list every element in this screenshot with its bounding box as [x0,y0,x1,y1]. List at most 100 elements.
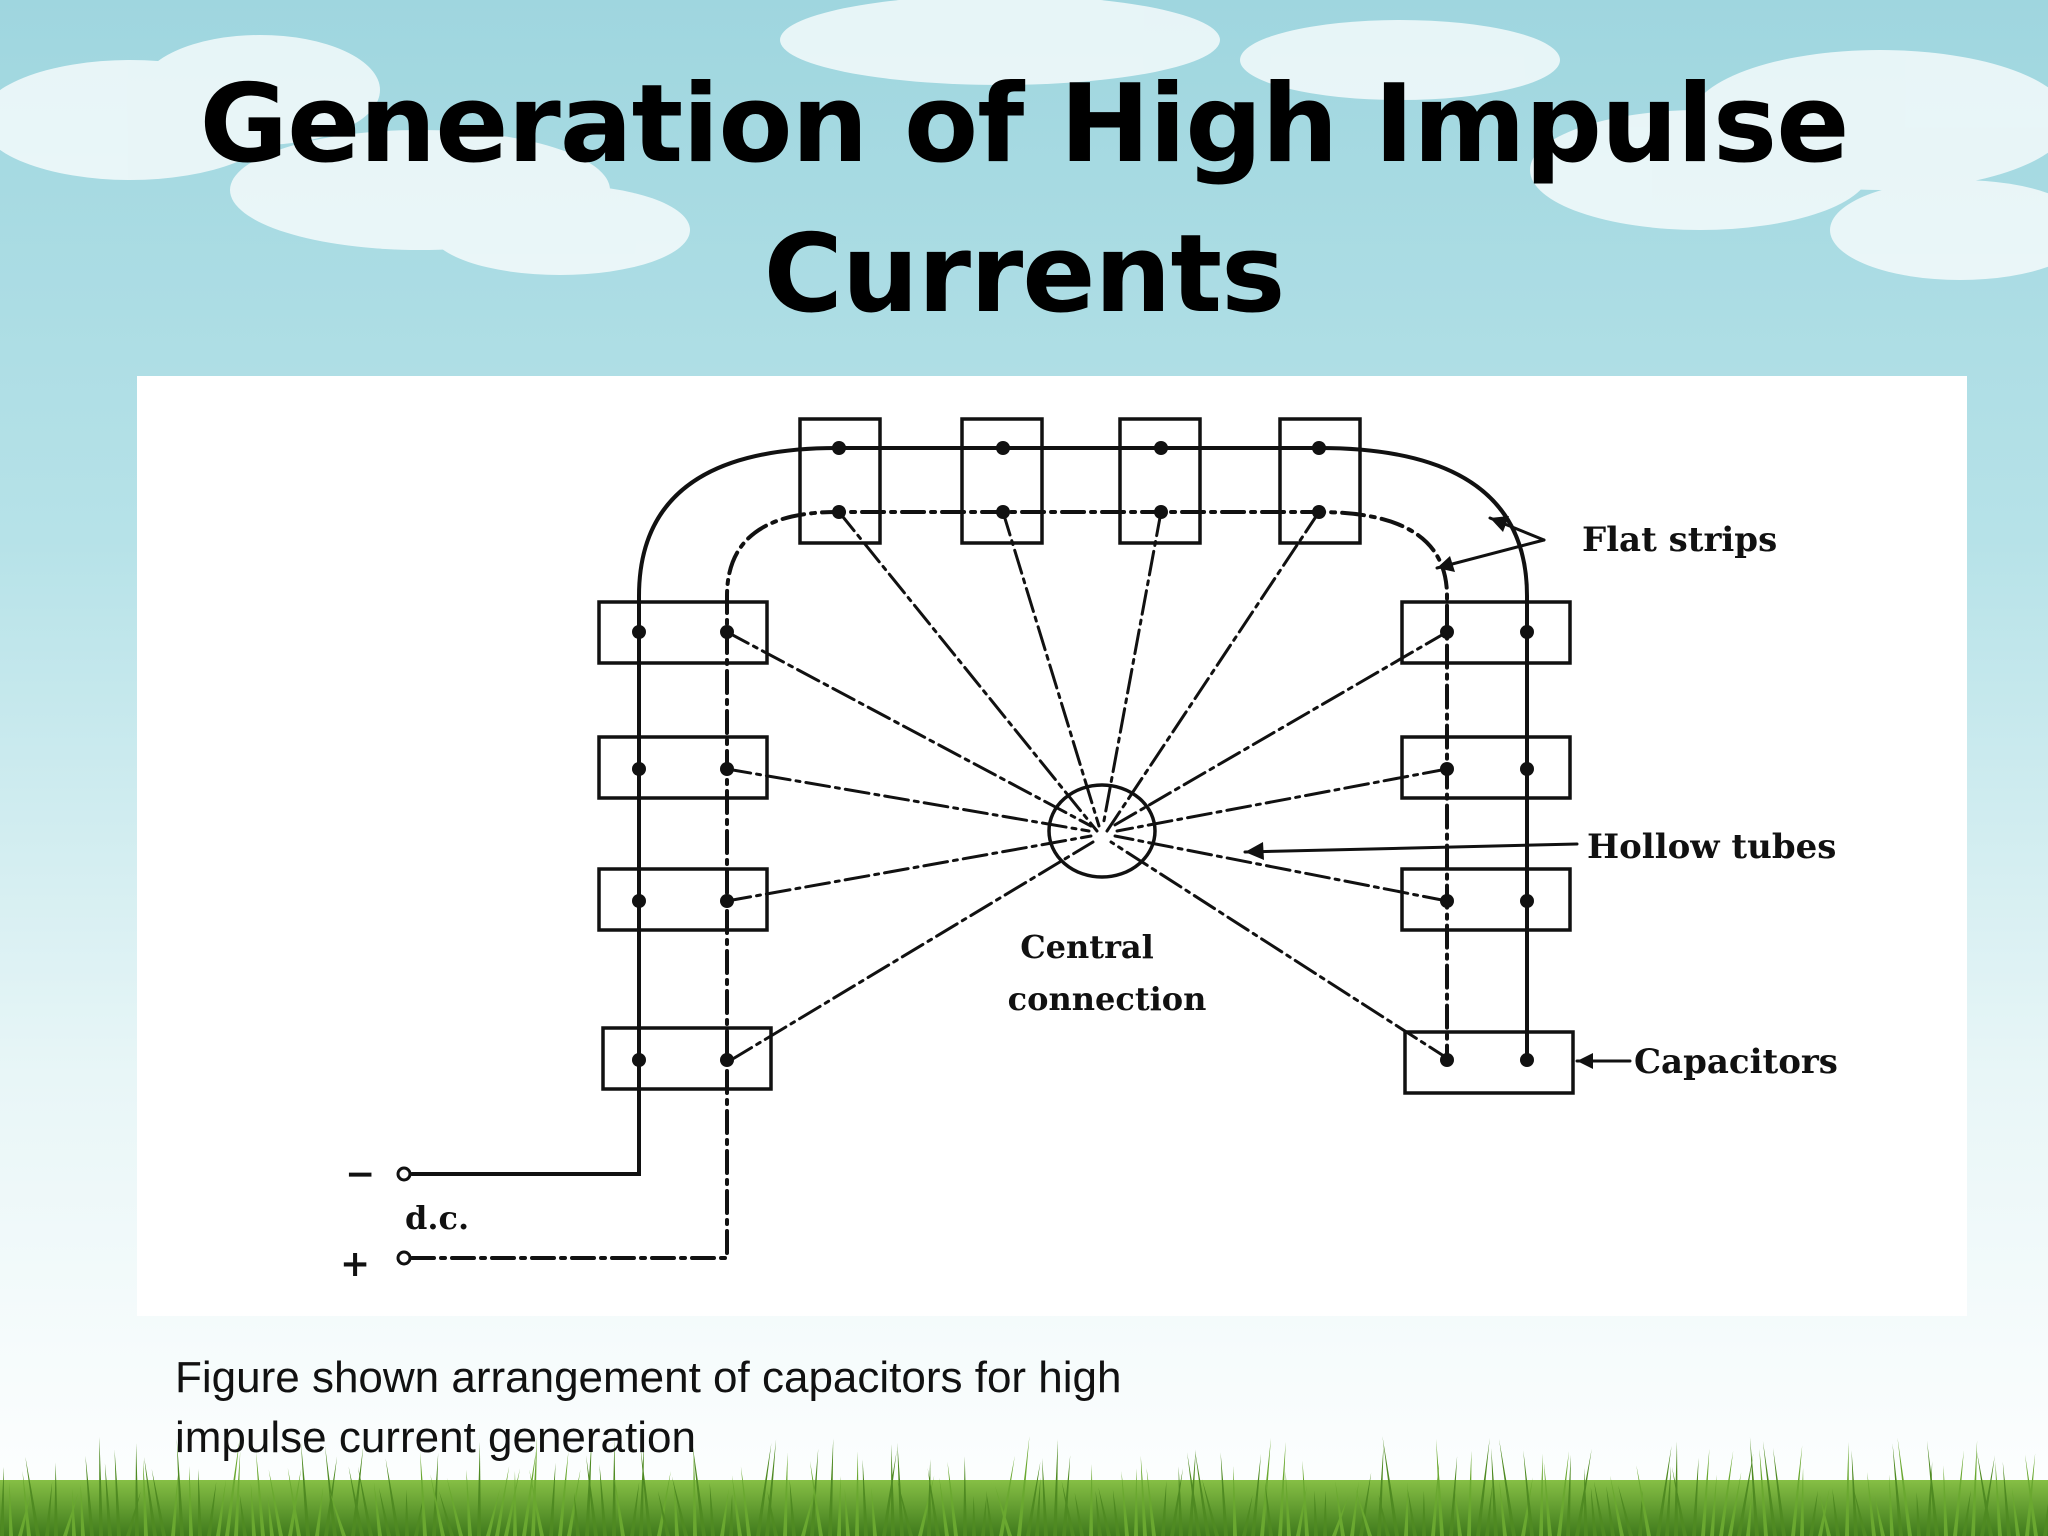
capacitor-right-4 [1403,1030,1575,1095]
grass-blade [189,1466,193,1536]
figure-caption: Figure shown arrangement of capacitors f… [175,1348,1475,1468]
grass-blade [351,1446,364,1536]
grass-blade [891,1444,895,1536]
grass-blade [385,1458,400,1536]
grass-blade [720,1488,729,1536]
grass-blade [1832,1488,1840,1536]
grass-blade [999,1455,1015,1536]
grass-blade [1146,1468,1156,1536]
grass-blade [1062,1455,1071,1536]
grass-blade [2011,1487,2020,1536]
grass-blade [1671,1467,1687,1536]
grass-blade [1188,1449,1196,1536]
grass-blade [549,1462,556,1536]
grass-blade [1701,1448,1710,1536]
grass-blade [1710,1474,1717,1536]
grass-blade [1296,1485,1307,1536]
grass-blade [114,1449,121,1536]
grass-blade [862,1459,868,1536]
capacitor-right-2 [1400,735,1572,800]
capacitor-left-2 [597,735,769,800]
label-flat-strips: Flat strips [1582,520,1777,560]
caption-line-1: Figure shown arrangement of capacitors f… [175,1353,1122,1402]
grass-blade [1773,1448,1786,1536]
grass-blade [348,1466,364,1536]
grass-blade [1636,1465,1651,1536]
grass-blade [1140,1455,1147,1536]
label-dc: d.c. [405,1199,469,1237]
grass-blade [1820,1495,1831,1536]
grass-blade [373,1482,382,1536]
grass-blade [1759,1448,1768,1536]
grass-blade [104,1463,112,1536]
grass-blade [1074,1492,1084,1536]
grass-blade [268,1469,283,1536]
grass-blade [1035,1477,1041,1536]
grass-blade [1476,1437,1490,1536]
grass-blade [986,1490,994,1536]
grass-blade [329,1491,346,1536]
grass-blade [135,1442,139,1536]
grass-blade [693,1451,697,1536]
slide-title: Generation of High Impulse Currents [0,50,2048,350]
leader-flat-strips-lower [1435,538,1546,570]
grass-blade [430,1474,445,1536]
grass-blade [2043,1503,2048,1536]
grass-blade [1566,1454,1571,1536]
grass-blade [801,1486,816,1536]
cloud-shapes [0,0,2048,280]
grass-blade [1170,1468,1183,1536]
grass-blade [99,1436,103,1536]
grass-blade [1800,1467,1804,1536]
grass-blade [671,1476,688,1536]
grass-blade [897,1481,913,1536]
capacitor-top-2 [960,417,1044,545]
grass-blade [1220,1452,1228,1536]
grass-blade [1350,1481,1359,1536]
grass-blade [85,1455,94,1536]
grass-blade [1593,1481,1606,1536]
grass-blade [466,1469,472,1536]
grass-blade [871,1487,877,1536]
grass-blade [1543,1462,1552,1536]
grass-blade [1692,1457,1699,1536]
slide-title-line-2: Currents [763,212,1286,337]
grass-blade [1809,1490,1818,1536]
grass-blade [315,1486,324,1536]
leader-arrowheads [1245,516,1593,1069]
grass-blade [144,1456,157,1536]
label-hollow-tubes: Hollow tubes [1587,827,1836,867]
grass-blade [1251,1453,1261,1536]
slide-title-line-1: Generation of High Impulse [199,62,1850,187]
grass-blade [477,1441,481,1536]
grass-blade [939,1477,949,1536]
grass-blade [1017,1436,1030,1536]
grass-blade [1638,1490,1643,1536]
grass-blade [995,1485,1012,1536]
grass-blade [1161,1480,1167,1536]
grass-blade [405,1489,409,1536]
central-connection-hub [1047,783,1157,879]
grass-blade [639,1441,644,1536]
grass-blade [143,1459,148,1536]
grass-blade [1499,1481,1507,1536]
grass-blade [882,1450,897,1536]
grass-blade [855,1451,859,1536]
grass-blade [1749,1436,1759,1536]
grass-blade [1584,1467,1588,1536]
grass-blade [599,1464,607,1536]
grass-blade [1523,1450,1534,1536]
grass-blade [765,1439,777,1536]
grass-blade [1467,1450,1472,1536]
grass-blade [657,1490,670,1536]
grass-blade [531,1436,538,1536]
grass-blade [1953,1450,1964,1536]
grass-blade [1121,1471,1129,1536]
capacitor-arrangement-diagram: Flat strips Hollow tubes Capacitors Cent… [340,417,1838,1285]
grass-blade [1995,1461,2002,1536]
grass-blade [1491,1448,1498,1536]
grass-blade [1590,1487,1597,1536]
grass-blade [828,1438,834,1536]
grass-blade [2025,1454,2038,1536]
capacitor-top-3 [1118,417,1202,545]
